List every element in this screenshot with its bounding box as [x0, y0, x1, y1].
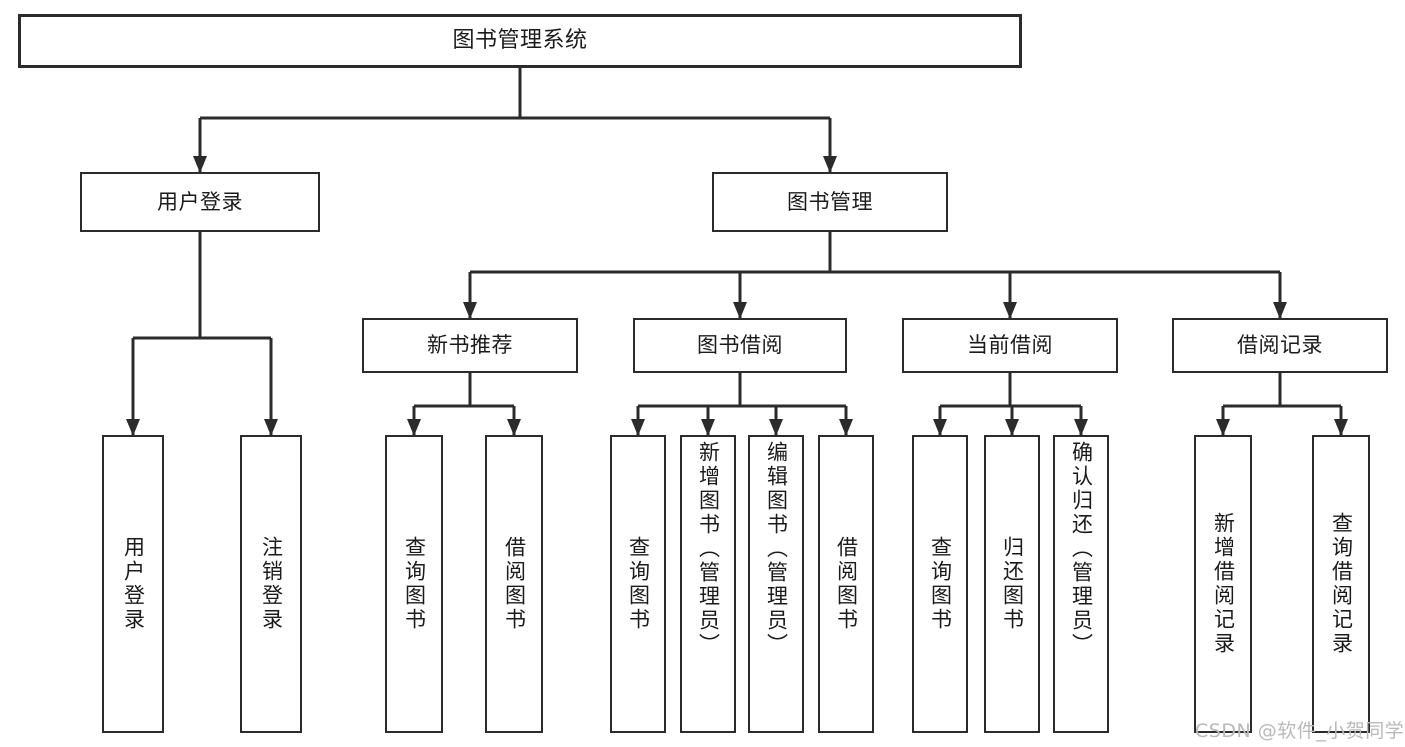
- node-leaf-borrow-book-2[interactable]: 借阅图书: [818, 435, 874, 733]
- node-user-login[interactable]: 用户登录: [80, 172, 320, 232]
- node-label-leaf-logout: 注销登录: [259, 536, 284, 632]
- arrowhead-leaf-query-book-1: [407, 419, 421, 436]
- node-leaf-query-book-3[interactable]: 查询图书: [912, 435, 968, 733]
- arrowhead-leaf-confirm-return: [1074, 419, 1088, 436]
- node-label-book-manage: 图书管理: [787, 189, 873, 214]
- arrowhead-borrow-record: [1273, 302, 1287, 319]
- arrowhead-leaf-add-book: [701, 419, 715, 436]
- node-label-leaf-query-book-1: 查询图书: [402, 536, 427, 632]
- node-leaf-edit-book[interactable]: 编辑图书（管理员）: [748, 435, 804, 733]
- node-label-leaf-query-book-2: 查询图书: [626, 536, 651, 632]
- node-leaf-add-book[interactable]: 新增图书（管理员）: [680, 435, 736, 733]
- node-label-leaf-return-book: 归还图书: [1000, 536, 1025, 632]
- arrowhead-user-login: [193, 156, 207, 173]
- arrowhead-leaf-return-book: [1005, 419, 1019, 436]
- node-label-current-borrow: 当前借阅: [967, 333, 1053, 358]
- node-label-user-login: 用户登录: [157, 189, 243, 214]
- node-label-leaf-add-record: 新增借阅记录: [1211, 512, 1236, 656]
- node-borrow-record[interactable]: 借阅记录: [1172, 318, 1388, 373]
- arrowhead-leaf-add-record: [1216, 419, 1230, 436]
- arrowhead-leaf-query-record: [1334, 419, 1348, 436]
- node-label-leaf-user-login: 用户登录: [121, 536, 146, 632]
- arrowhead-leaf-borrow-book-1: [507, 419, 521, 436]
- node-book-manage[interactable]: 图书管理: [712, 172, 948, 232]
- arrowhead-leaf-logout: [264, 419, 278, 436]
- node-label-leaf-confirm-return: 确认归还（管理员）: [1069, 441, 1094, 657]
- node-label-book-borrow: 图书借阅: [697, 333, 783, 358]
- node-new-book-rec[interactable]: 新书推荐: [362, 318, 578, 373]
- node-leaf-borrow-book-1[interactable]: 借阅图书: [485, 435, 543, 733]
- arrowhead-new-book-rec: [463, 302, 477, 319]
- node-leaf-query-book-1[interactable]: 查询图书: [385, 435, 443, 733]
- node-leaf-return-book[interactable]: 归还图书: [984, 435, 1040, 733]
- node-label-new-book-rec: 新书推荐: [427, 333, 513, 358]
- node-leaf-logout[interactable]: 注销登录: [240, 435, 302, 733]
- node-label-borrow-record: 借阅记录: [1237, 333, 1323, 358]
- arrowhead-book-manage: [823, 156, 837, 173]
- arrowhead-current-borrow: [1003, 302, 1017, 319]
- node-label-leaf-query-record: 查询借阅记录: [1329, 512, 1354, 656]
- arrowhead-leaf-query-book-3: [933, 419, 947, 436]
- csdn-watermark: CSDN @软件_小贺同学: [1195, 720, 1405, 742]
- arrowhead-leaf-edit-book: [769, 419, 783, 436]
- node-label-leaf-borrow-book-1: 借阅图书: [502, 536, 527, 632]
- node-leaf-add-record[interactable]: 新增借阅记录: [1194, 435, 1252, 733]
- node-leaf-query-book-2[interactable]: 查询图书: [610, 435, 666, 733]
- node-label-leaf-add-book: 新增图书（管理员）: [696, 441, 721, 657]
- node-label-leaf-borrow-book-2: 借阅图书: [834, 536, 859, 632]
- node-root[interactable]: 图书管理系统: [18, 14, 1022, 68]
- node-leaf-user-login[interactable]: 用户登录: [102, 435, 164, 733]
- node-current-borrow[interactable]: 当前借阅: [902, 318, 1118, 373]
- node-leaf-query-record[interactable]: 查询借阅记录: [1312, 435, 1370, 733]
- node-leaf-confirm-return[interactable]: 确认归还（管理员）: [1053, 435, 1109, 733]
- node-label-leaf-edit-book: 编辑图书（管理员）: [764, 441, 789, 657]
- arrowhead-leaf-query-book-2: [631, 419, 645, 436]
- arrowhead-book-borrow: [733, 302, 747, 319]
- node-label-root: 图书管理系统: [452, 28, 588, 54]
- node-label-leaf-query-book-3: 查询图书: [928, 536, 953, 632]
- arrowhead-leaf-user-login: [126, 419, 140, 436]
- arrowhead-leaf-borrow-book-2: [839, 419, 853, 436]
- node-book-borrow[interactable]: 图书借阅: [633, 318, 847, 373]
